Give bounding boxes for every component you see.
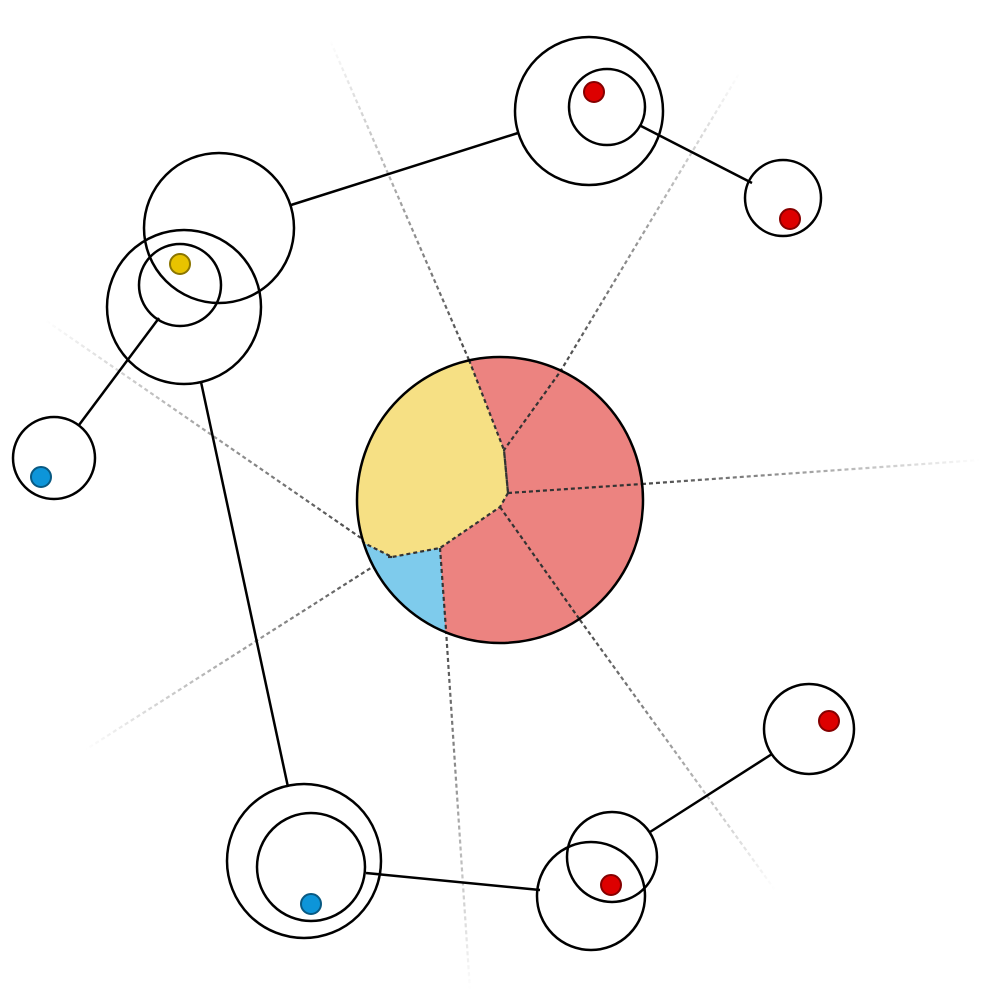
ray-line bbox=[641, 458, 981, 486]
node-circle bbox=[762, 682, 856, 776]
node-outer-circle bbox=[513, 35, 665, 187]
dot-yellow bbox=[169, 253, 191, 275]
ray-line bbox=[444, 629, 472, 991]
node-inner-circle bbox=[137, 242, 223, 328]
dot-red bbox=[600, 874, 622, 896]
node-outer-circle bbox=[105, 228, 263, 386]
edge-line bbox=[649, 752, 773, 834]
blue-region bbox=[357, 540, 446, 643]
node-dots bbox=[30, 81, 840, 915]
edge-line bbox=[77, 317, 161, 426]
dot-red bbox=[583, 81, 605, 103]
center-voronoi-disk bbox=[355, 355, 645, 645]
ray-line bbox=[328, 39, 471, 361]
node-circle bbox=[743, 158, 823, 238]
region-border bbox=[507, 482, 643, 495]
center-disk-outline bbox=[355, 355, 645, 645]
outer-rays bbox=[44, 39, 981, 991]
ray-line bbox=[44, 319, 362, 539]
node-outer-circle bbox=[142, 151, 296, 305]
node-inner-circle bbox=[567, 67, 647, 147]
dot-red bbox=[818, 710, 840, 732]
node-outer-circle bbox=[225, 782, 383, 940]
edge-line bbox=[365, 871, 541, 892]
dot-blue bbox=[300, 893, 322, 915]
edge-line bbox=[199, 381, 290, 788]
node-inner-circle bbox=[565, 810, 659, 904]
region-border bbox=[499, 506, 581, 621]
region-border bbox=[502, 371, 561, 494]
dot-red bbox=[779, 208, 801, 230]
ray-line bbox=[559, 71, 741, 373]
ray-line bbox=[579, 619, 776, 891]
node-outer-circle bbox=[535, 840, 647, 952]
dot-blue bbox=[30, 466, 52, 488]
ray-line bbox=[84, 556, 389, 751]
edges bbox=[77, 124, 773, 892]
node-inner-circle bbox=[255, 811, 367, 923]
node-circle bbox=[11, 415, 97, 501]
node-circles bbox=[11, 35, 856, 952]
edge-line bbox=[640, 124, 753, 185]
edge-line bbox=[290, 131, 519, 207]
